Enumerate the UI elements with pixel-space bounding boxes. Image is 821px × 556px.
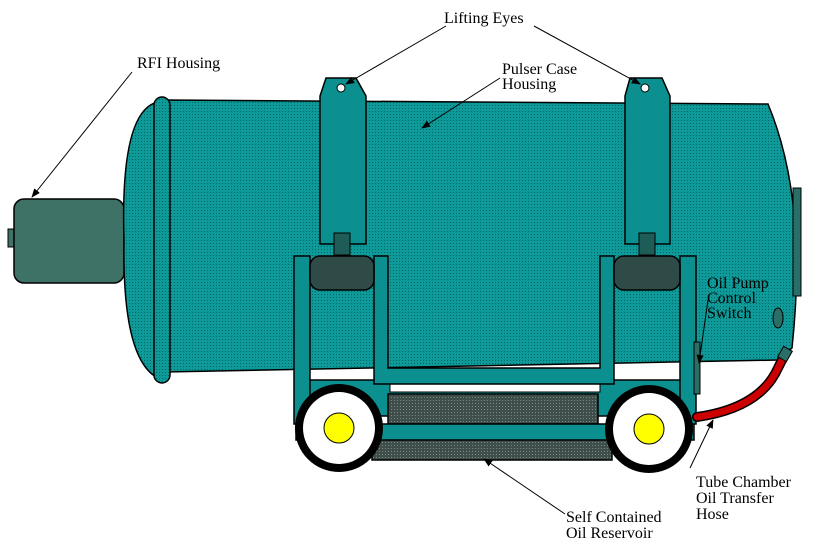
label-oil-pump-line1: Oil Pump bbox=[707, 275, 769, 292]
pulser-case-housing bbox=[122, 96, 802, 384]
label-oil-pump-line2: Control bbox=[707, 290, 756, 307]
label-pulser-case-line2: Housing bbox=[502, 76, 557, 93]
label-pulser-case-housing: Pulser Case Housing bbox=[502, 61, 578, 93]
wheel-left bbox=[295, 384, 383, 472]
label-rfi-housing: RFI Housing bbox=[137, 55, 221, 72]
label-pulser-case-line1: Pulser Case bbox=[502, 61, 578, 78]
lifting-bracket-left bbox=[319, 77, 367, 256]
label-oil-pump-line3: Switch bbox=[707, 305, 752, 322]
label-lifting-eyes: Lifting Eyes bbox=[444, 10, 524, 27]
label-reservoir-line1: Self Contained bbox=[566, 509, 662, 526]
wheel-right bbox=[605, 385, 693, 473]
label-oil-pump-control-switch: Oil Pump Control Switch bbox=[707, 275, 769, 322]
label-oil-reservoir: Self Contained Oil Reservoir bbox=[566, 510, 662, 542]
rfi-housing bbox=[7, 198, 125, 284]
label-reservoir-line2: Oil Reservoir bbox=[566, 525, 653, 542]
label-tube-chamber-line1: Tube Chamber bbox=[696, 474, 791, 491]
label-tube-chamber-line2: Oil Transfer bbox=[696, 490, 774, 507]
support-frame bbox=[293, 255, 701, 461]
lifting-bracket-right bbox=[624, 77, 671, 256]
label-tube-chamber-line3: Hose bbox=[696, 506, 729, 523]
label-tube-chamber-hose: Tube Chamber Oil Transfer Hose bbox=[696, 475, 791, 523]
oil-transfer-hose bbox=[692, 345, 794, 422]
leader-lines bbox=[31, 25, 714, 515]
